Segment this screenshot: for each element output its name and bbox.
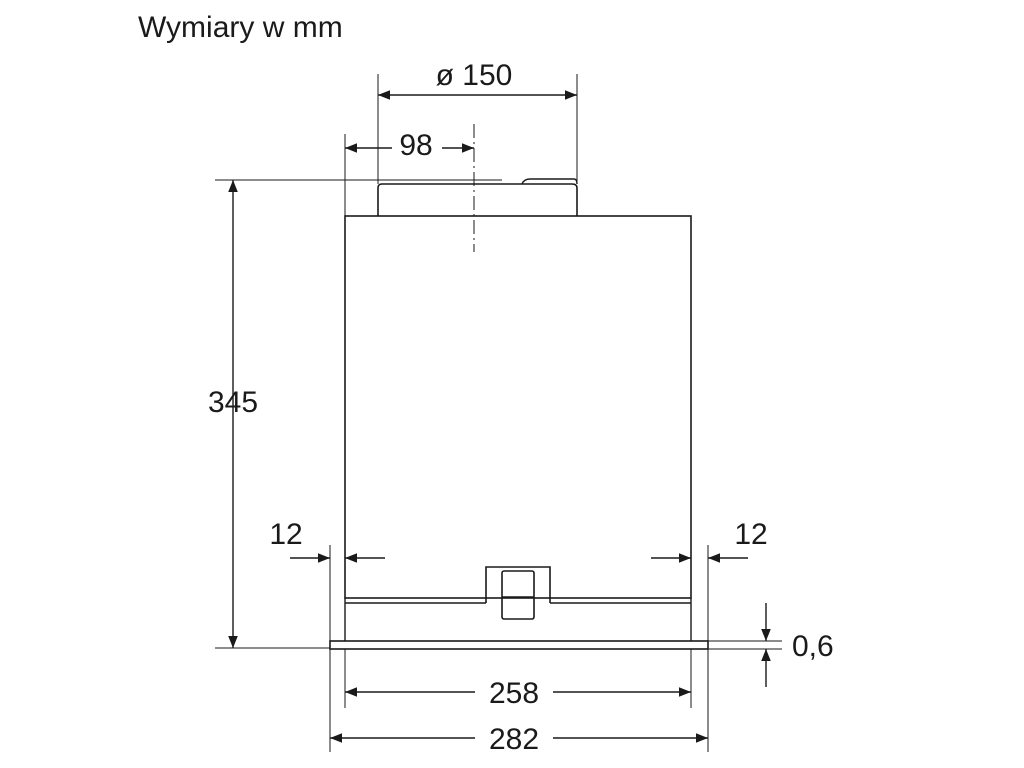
dim-panel-thickness-label: 0,6 [792, 630, 834, 663]
dim-outlet-diameter: ø 150 [378, 59, 577, 100]
latch-handle [485, 566, 551, 620]
dim-left-inset-label: 12 [269, 518, 302, 551]
extension-lines [215, 74, 782, 752]
dim-right-inset: 12 [651, 518, 768, 563]
dim-right-inset-label: 12 [734, 518, 767, 551]
dim-height: 345 [208, 180, 258, 648]
hood-housing [329, 215, 709, 650]
dim-panel-thickness: 0,6 [761, 603, 834, 687]
dim-inner-width-label: 258 [489, 677, 539, 710]
dim-height-label: 345 [208, 386, 258, 419]
drawing-title: Wymiary w mm [138, 11, 343, 44]
dim-left-inset: 12 [269, 518, 385, 563]
dim-outer-width-label: 282 [489, 723, 539, 756]
dim-outlet-offset-label: 98 [399, 129, 432, 162]
dim-outlet-diameter-label: ø 150 [436, 59, 513, 92]
dim-outlet-offset: 98 [345, 129, 474, 162]
dim-inner-width: 258 [345, 677, 691, 710]
dim-outer-width: 282 [330, 723, 708, 756]
outlet-collar [377, 178, 578, 216]
